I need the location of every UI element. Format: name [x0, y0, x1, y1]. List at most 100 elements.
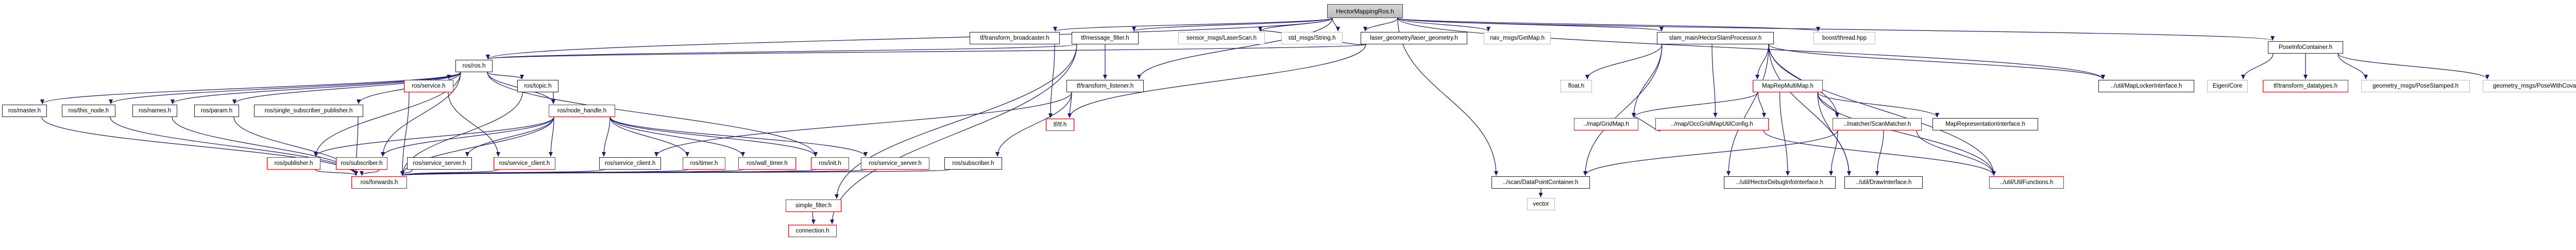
graph-node-ros_names[interactable]: ros/names.h — [132, 105, 177, 117]
graph-node-hector_debug[interactable]: ../util/HectorDebugInfoInterface.h — [1724, 176, 1836, 189]
edge-ros_node_handle-to-ros_service_server_b — [465, 116, 554, 157]
edge-ros_ros-to-ros_names — [171, 72, 461, 105]
graph-node-ros_service_client_b[interactable]: ros/service_client.h — [599, 157, 661, 170]
edge-hector_slam_proc-to-util_functions — [1768, 44, 1996, 176]
graph-node-grid_map[interactable]: ../map/GridMap.h — [1574, 118, 1638, 130]
edge-ros_service_client_r-to-ros_forwards — [400, 169, 499, 176]
graph-node-ros_wall_timer[interactable]: ros/wall_timer.h — [738, 157, 796, 170]
graph-node-map_rep_iface[interactable]: MapRepresentationInterface.h — [1933, 118, 2038, 130]
edge-ros_subscriber_b-to-ros_forwards — [401, 169, 950, 176]
graph-node-ros_node_handle[interactable]: ros/node_handle.h — [549, 105, 615, 117]
graph-node-tf_datatypes[interactable]: tf/transform_datatypes.h — [2263, 80, 2348, 92]
edge-scan_matcher-to-data_point — [1583, 130, 1838, 176]
graph-node-ros_param[interactable]: ros/param.h — [194, 105, 239, 117]
edge-ros_service-to-ros_service_client_r — [448, 92, 500, 157]
graph-node-ros_publisher[interactable]: ros/publisher.h — [267, 157, 320, 170]
graph-node-ros_this_node[interactable]: ros/this_node.h — [62, 105, 115, 117]
graph-node-laserscan: sensor_msgs/LaserScan.h — [1178, 32, 1265, 44]
edge-map_rep_multi-to-scan_matcher — [1817, 92, 1839, 118]
graph-node-vector: vector — [1527, 198, 1555, 210]
edge-hector_slam_proc-to-float_h — [1585, 44, 1663, 79]
edge-scan_matcher-to-hector_debug — [1829, 130, 1838, 176]
graph-node-pose_info[interactable]: PoseInfoContainer.h — [2268, 41, 2343, 54]
graph-node-ros_forwards[interactable]: ros/forwards.h — [351, 176, 407, 189]
edge-pose_info-to-eigen_core — [2241, 53, 2274, 79]
graph-node-ros_subscriber_b[interactable]: ros/subscriber.h — [944, 157, 1002, 170]
graph-node-pose_cov: geometry_msgs/PoseWithCovarianceStamped.… — [2483, 80, 2576, 92]
edge-laser_geometry-to-tf_tf — [1067, 44, 1366, 118]
graph-node-simple_filter[interactable]: simple_filter.h — [786, 199, 841, 212]
edge-tf_message_filter-to-simple_filter — [835, 44, 1077, 199]
edge-ros_ros-to-ros_master — [40, 72, 461, 105]
graph-node-map_rep_multi[interactable]: MapRepMultiMap.h — [1753, 80, 1823, 92]
graph-node-tf_broadcaster[interactable]: tf/transform_broadcaster.h — [970, 32, 1060, 44]
graph-node-ros_topic[interactable]: ros/topic.h — [517, 80, 558, 92]
edge-ros_node_handle-to-ros_init — [609, 116, 818, 157]
edge-map_rep_multi-to-hector_debug — [1779, 92, 1790, 176]
graph-node-ros_subscriber_r[interactable]: ros/subscriber.h — [336, 157, 387, 170]
edge-ros_subscriber_r-to-ros_forwards — [360, 169, 380, 176]
edge-hector_slam_proc-to-map_locker — [1768, 44, 2105, 80]
graph-node-tf_message_filter[interactable]: tf/message_filter.h — [1072, 32, 1139, 44]
edge-laser_geometry-to-ros_ros — [486, 44, 1366, 60]
graph-node-draw_iface[interactable]: ../util/DrawInterface.h — [1844, 176, 1923, 189]
edge-ros_node_handle-to-ros_timer — [609, 116, 689, 157]
edge-ros_publisher-to-ros_forwards — [315, 169, 358, 176]
graph-node-occ_grid[interactable]: ../map/OccGridMapUtilConfig.h — [1655, 118, 1769, 130]
edge-ros_node_handle-to-ros_service_client_r — [549, 116, 554, 157]
edge-tf_listener-to-ros_service_client_b — [654, 92, 1072, 157]
edge-root-to-ros_ros — [486, 18, 1333, 59]
edge-ros_ros-to-ros_this_node — [109, 72, 461, 105]
graph-node-ros_service_server_r[interactable]: ros/service_server.h — [861, 157, 929, 170]
graph-node-data_point[interactable]: ../scan/DataPointContainer.h — [1492, 176, 1590, 189]
edge-ros_node_handle-to-ros_wall_timer — [609, 116, 745, 157]
graph-node-ros_ssp[interactable]: ros/single_subscriber_publisher.h — [254, 105, 363, 117]
graph-node-boost_thread: boost/thread.hpp — [1814, 32, 1875, 44]
edge-ros_service-to-ros_forwards — [400, 92, 410, 176]
edge-occ_grid-to-util_functions — [1763, 130, 1996, 176]
graph-node-util_functions[interactable]: ../util/UtilFunctions.h — [1989, 176, 2064, 189]
edge-root-to-pose_info — [1397, 18, 2275, 41]
graph-node-connection[interactable]: connection.h — [788, 225, 837, 237]
graph-node-ros_init[interactable]: ros/init.h — [811, 157, 849, 170]
edge-tf_message_filter-to-ros_ros — [486, 44, 1077, 60]
graph-node-root: HectorMappingRos.h — [1327, 4, 1403, 18]
graph-node-ros_service_client_r[interactable]: ros/service_client.h — [494, 157, 555, 170]
edge-scan_matcher-to-util_functions — [1916, 130, 1996, 176]
edge-tf_broadcaster-to-tf_tf — [1048, 44, 1055, 118]
graph-node-tf_tf[interactable]: tf/tf.h — [1046, 119, 1074, 131]
edge-root-to-tf_broadcaster — [1053, 18, 1333, 32]
edge-root-to-boost_thread — [1397, 18, 1820, 32]
graph-node-tf_listener[interactable]: tf/transform_listener.h — [1066, 80, 1144, 92]
graph-node-ros_service_server_b[interactable]: ros/service_server.h — [407, 157, 472, 170]
edge-root-to-laser_geometry — [1363, 18, 1398, 31]
edge-ros_node_handle-to-ros_service_client_b — [602, 116, 611, 157]
edge-ros_ros-to-ros_init — [487, 72, 818, 157]
edge-ros_ros-to-ros_param — [232, 72, 461, 104]
graph-node-ros_timer[interactable]: ros/timer.h — [683, 157, 725, 170]
edge-map_rep_multi-to-map_rep_iface — [1817, 92, 1939, 118]
graph-node-map_locker[interactable]: ../util/MapLockerInterface.h — [2098, 80, 2194, 92]
graph-node-ros_ros[interactable]: ros/ros.h — [455, 60, 493, 72]
edge-ros_ros-to-ros_subscriber_r — [381, 72, 461, 157]
edge-ros_node_handle-to-ros_publisher — [314, 116, 554, 157]
edge-map_rep_multi-to-grid_map — [1632, 92, 1758, 118]
edge-map_rep_multi-to-util_functions — [1817, 92, 1996, 176]
edge-simple_filter-to-connection — [811, 211, 816, 224]
graph-node-hector_slam_proc[interactable]: slam_main/HectorSlamProcessor.h — [1657, 32, 1774, 44]
graph-node-ros_service[interactable]: ros/service.h — [404, 80, 453, 92]
edge-hector_slam_proc-to-data_point — [1583, 44, 1663, 176]
edge-root-to-getmap — [1397, 18, 1490, 32]
edge-ros_node_handle-to-ros_service_server_r — [609, 116, 868, 157]
graph-node-getmap: nav_msgs/GetMap.h — [1484, 32, 1551, 44]
graph-node-eigen_core: Eigen/Core — [2207, 80, 2248, 92]
graph-node-laser_geometry[interactable]: laser_geometry/laser_geometry.h — [1361, 32, 1467, 44]
edge-pose_info-to-pose_cov — [2337, 53, 2489, 79]
edge-ros_ros-to-ros_topic — [487, 72, 524, 80]
graph-node-ros_master[interactable]: ros/master.h — [2, 105, 47, 117]
graph-node-scan_matcher[interactable]: ../matcher/ScanMatcher.h — [1833, 118, 1922, 130]
graph-node-pose_stamped: geometry_msgs/PoseStamped.h — [2361, 80, 2470, 92]
graph-node-float_h: float.h — [1561, 80, 1592, 92]
edge-tf_message_filter-to-connection — [830, 44, 1077, 224]
